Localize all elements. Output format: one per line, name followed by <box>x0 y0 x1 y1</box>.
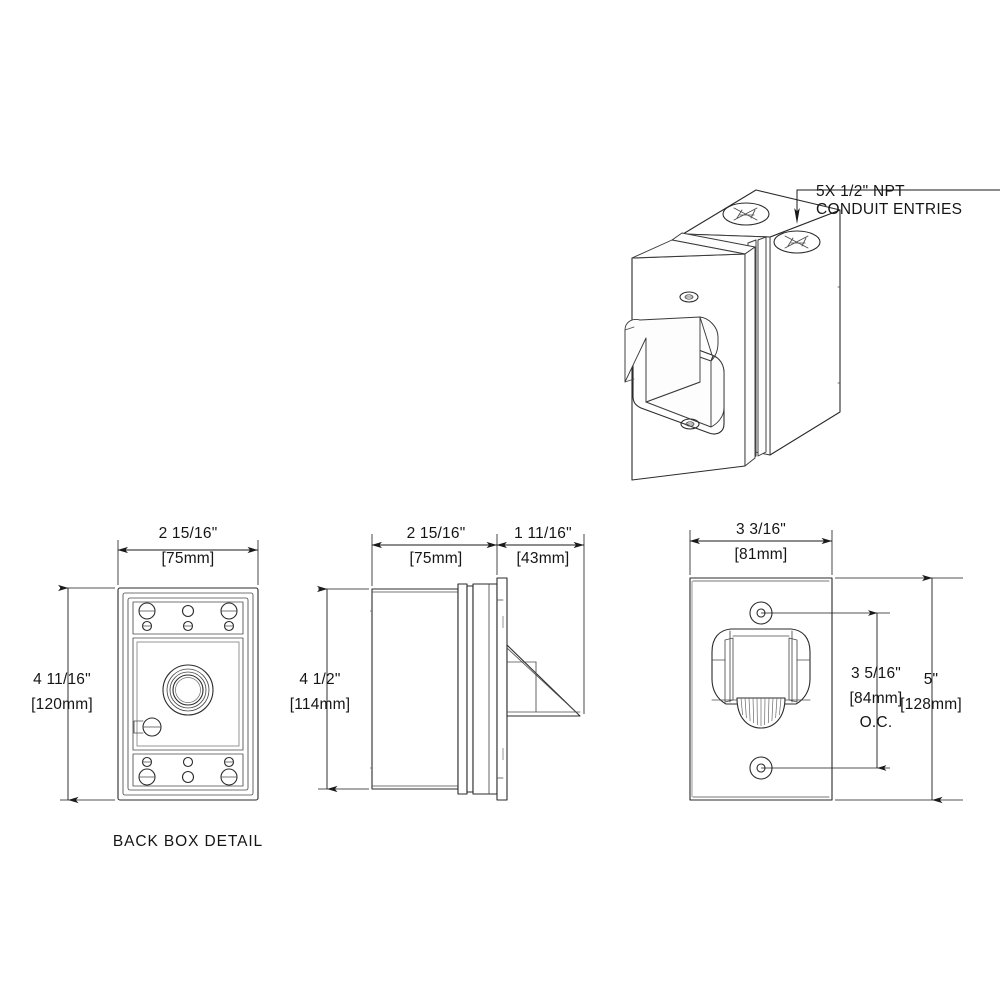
side-height-dimension: 4 1/2" [114mm] <box>290 585 369 793</box>
front-oc-note: O.C. <box>860 714 893 731</box>
backbox-height-metric: [120mm] <box>31 696 93 713</box>
side-box-depth-imperial: 2 15/16" <box>407 525 466 542</box>
side-hood-profile <box>506 644 581 717</box>
conduit-plug-upper-right <box>774 231 820 253</box>
iso-gasket-band-a <box>757 236 767 457</box>
backbox-lower-band <box>132 753 244 787</box>
conduit-plug-upper-left <box>723 203 769 225</box>
iso-cover-plate-top <box>631 239 746 259</box>
backbox-width-dimension: 2 15/16" [75mm] <box>117 525 259 585</box>
iso-screw-lower <box>681 419 699 429</box>
side-profile-view: 2 15/16" [75mm] 1 11/16" [43mm] 4 1/2" [… <box>290 525 585 801</box>
backbox-hub-top-center <box>181 604 195 632</box>
side-gasket-flange-a <box>457 583 468 795</box>
backbox-hub-bottom-right <box>220 756 238 786</box>
iso-cover-plate-edge <box>744 246 756 467</box>
front-height-metric: [128mm] <box>900 696 962 713</box>
backbox-body-outline <box>127 597 249 791</box>
iso-screw-upper <box>680 292 698 302</box>
side-hood-depth-dimension: 1 11/16" [43mm] <box>496 525 585 714</box>
front-height-imperial: 5" <box>924 671 939 688</box>
isometric-assembly-view: 5X 1/2" NPT CONDUIT ENTRIES <box>624 183 1000 481</box>
side-box-depth-dimension: 2 15/16" [75mm] <box>371 525 498 586</box>
backbox-width-imperial: 2 15/16" <box>159 525 218 542</box>
side-box-depth-metric: [75mm] <box>410 550 463 567</box>
side-backbox-body <box>371 588 459 790</box>
backbox-width-metric: [75mm] <box>162 550 215 567</box>
front-width-imperial: 3 3/16" <box>736 521 786 538</box>
backbox-hub-bottom-center <box>181 756 195 784</box>
conduit-callout-line2: CONDUIT ENTRIES <box>816 201 962 218</box>
backbox-center-hub <box>162 664 214 716</box>
conduit-callout-leader-visible <box>796 189 886 214</box>
front-width-metric: [81mm] <box>735 546 788 563</box>
backbox-upper-band <box>132 601 244 635</box>
side-cover-plate <box>496 577 508 801</box>
side-gasket-flange-b <box>466 585 474 793</box>
front-lens-flutes <box>740 697 782 726</box>
front-oc-imperial: 3 5/16" <box>851 665 901 682</box>
backbox-height-imperial: 4 11/16" <box>33 671 91 688</box>
conduit-callout-line1: 5X 1/2" NPT <box>816 183 905 200</box>
conduit-callout-arrowhead <box>794 208 800 224</box>
front-hood-shroud <box>711 628 811 729</box>
back-box-detail-caption: BACK BOX DETAIL <box>113 833 263 850</box>
backbox-hub-top-right <box>220 602 238 632</box>
backbox-hub-bottom-left <box>138 756 156 786</box>
front-oc-dimension: 3 5/16" [84mm] O.C. <box>761 610 903 771</box>
backbox-hub-top-left <box>138 602 156 632</box>
side-height-metric: [114mm] <box>290 696 351 713</box>
front-oc-metric: [84mm] <box>850 690 903 707</box>
iso-hood-shroud <box>624 317 725 435</box>
backbox-height-dimension: 4 11/16" [120mm] <box>31 584 115 804</box>
backbox-ground-screw <box>133 717 162 737</box>
back-box-detail-view: 2 15/16" [75mm] 4 11/16" [120mm] BACK BO… <box>31 525 263 850</box>
front-height-dimension: 5" [128mm] <box>835 574 963 804</box>
side-hood-depth-metric: [43mm] <box>517 550 570 567</box>
backbox-flange-inner-edge <box>122 592 254 796</box>
front-elevation-view: 3 3/16" [81mm] 3 5/16" [84mm] O.C. 5" [1… <box>689 521 963 804</box>
side-cover-body <box>472 583 498 795</box>
side-height-imperial: 4 1/2" <box>299 671 340 688</box>
backbox-center-panel <box>132 637 244 751</box>
backbox-center-panel-inner <box>136 641 240 747</box>
front-width-dimension: 3 3/16" [81mm] <box>689 521 833 575</box>
side-hood-depth-imperial: 1 11/16" <box>514 525 572 542</box>
